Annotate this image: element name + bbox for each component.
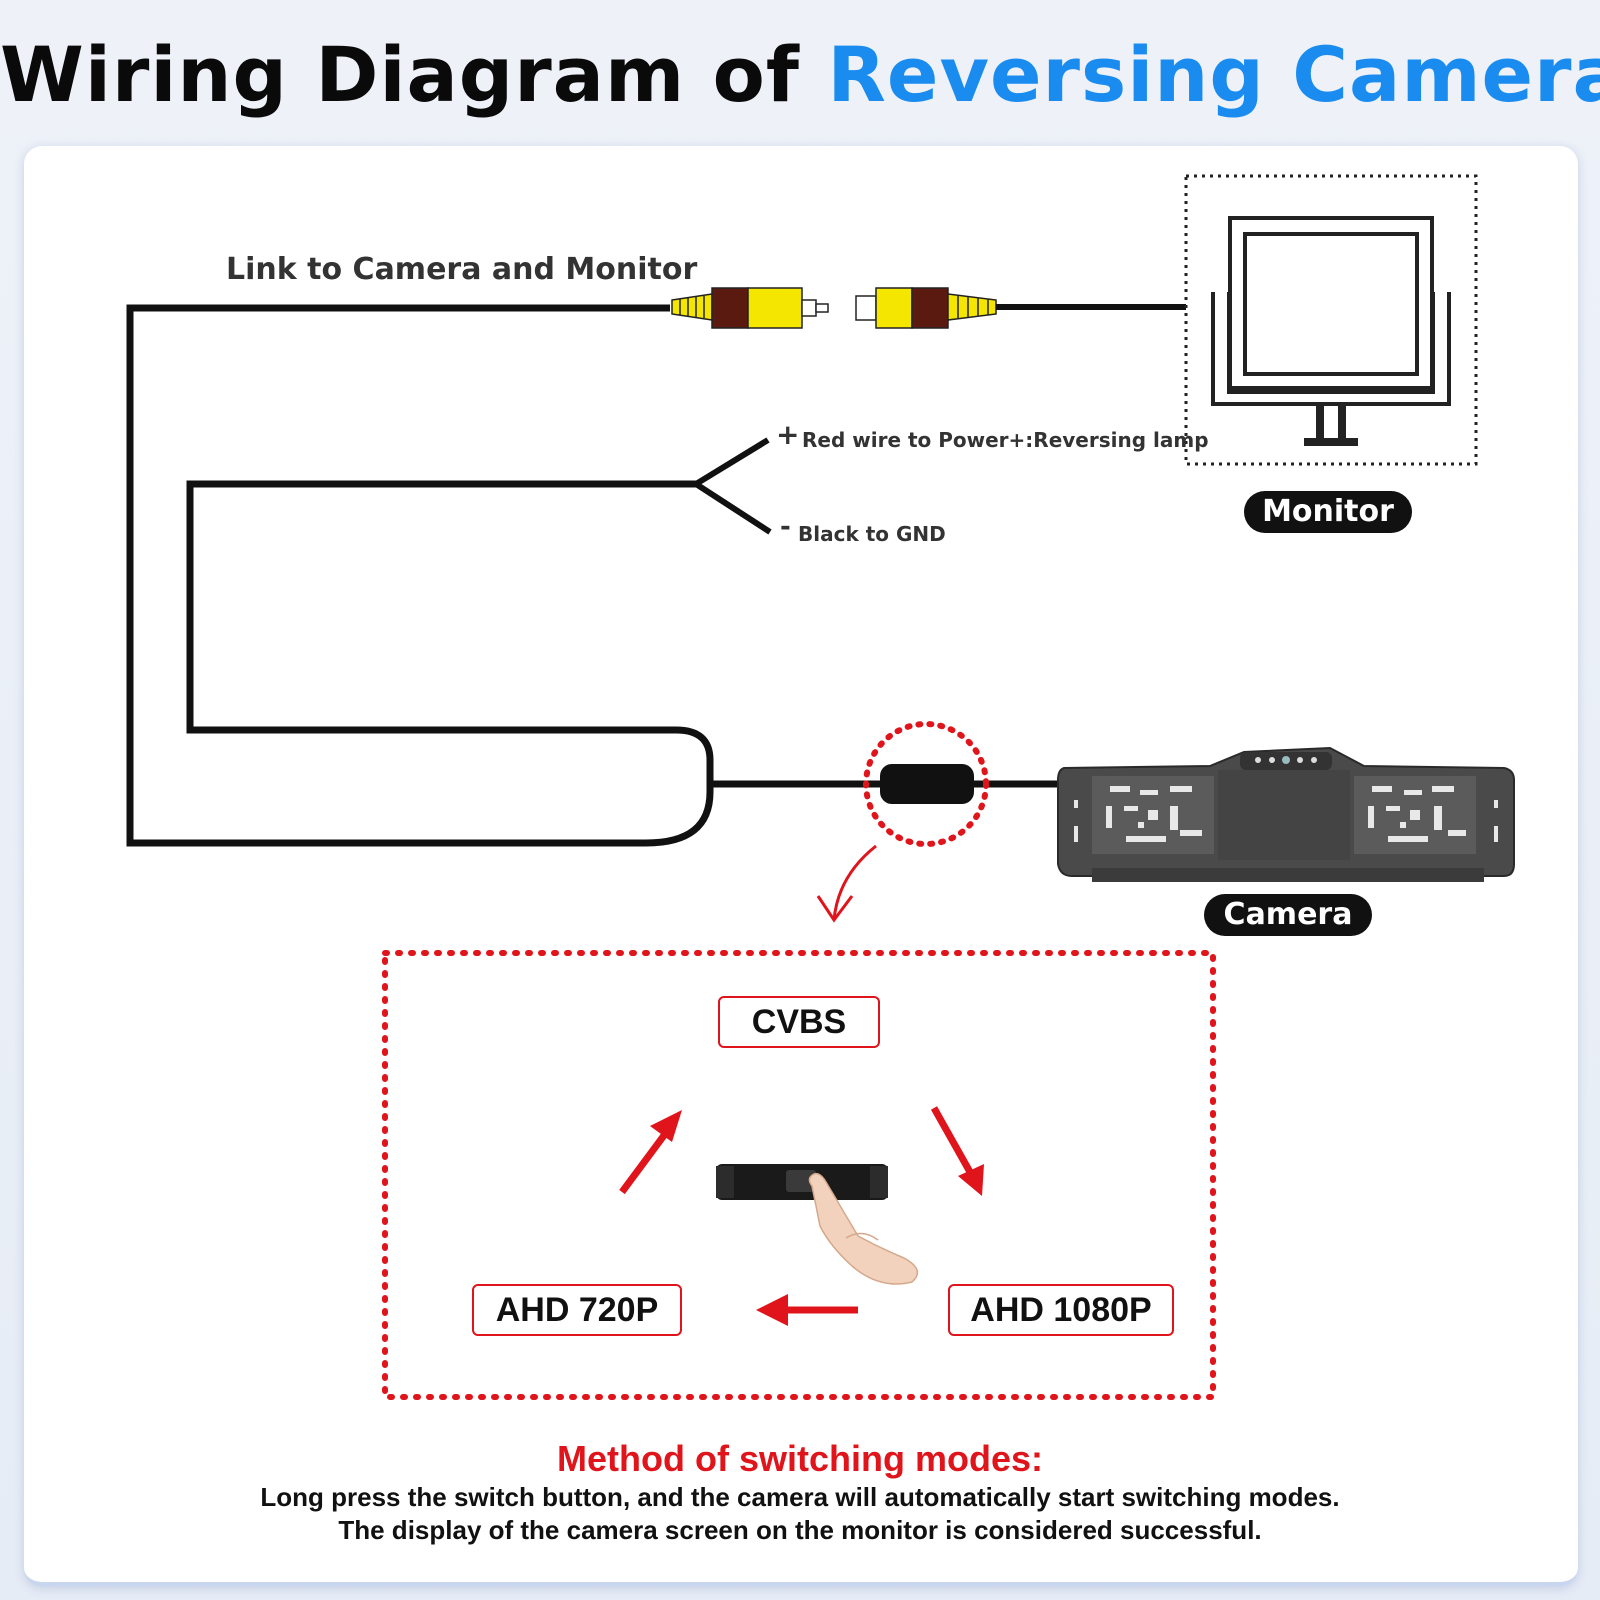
title-part1: Wiring Diagram of xyxy=(0,30,800,119)
main-cable xyxy=(126,304,1062,847)
red-wire xyxy=(694,437,770,487)
switch-box-icon xyxy=(880,764,974,804)
red-wire-label: Red wire to Power+:Reversing lamp xyxy=(802,428,1209,452)
mode-ahd-720p: AHD 720P xyxy=(472,1284,682,1336)
pressing-finger-icon xyxy=(808,1172,919,1285)
switch-highlight-circle xyxy=(863,721,989,847)
monitor-icon xyxy=(1211,216,1451,446)
method-line-2: The display of the camera screen on the … xyxy=(338,1515,1262,1545)
curved-down-arrow-icon xyxy=(832,844,877,921)
camera-label: Camera xyxy=(1204,894,1372,936)
arrow-up-right-icon xyxy=(619,1110,682,1195)
link-label: Link to Camera and Monitor xyxy=(226,252,698,287)
camera-plate-icon xyxy=(1057,746,1515,882)
power-cable xyxy=(186,480,714,784)
method-title: Method of switching modes: xyxy=(557,1438,1043,1479)
mode-cvbs: CVBS xyxy=(718,996,880,1048)
switch-button-icon xyxy=(716,1164,888,1200)
method-line-1: Long press the switch button, and the ca… xyxy=(260,1482,1340,1512)
rca-female-connector-icon xyxy=(855,287,997,329)
arrow-down-right-icon xyxy=(930,1106,984,1196)
mode-ahd-1080p: AHD 1080P xyxy=(948,1284,1174,1336)
mode-dotted-frame xyxy=(382,950,1216,1400)
rca-male-connector-icon xyxy=(671,287,829,329)
page-title: Wiring Diagram of Reversing Camera xyxy=(0,30,1600,119)
plus-sign: + xyxy=(776,418,800,451)
title-part2: Reversing Camera xyxy=(827,30,1600,119)
black-wire-label: Black to GND xyxy=(798,522,946,546)
monitor-dotted-frame xyxy=(1184,174,1478,466)
arrow-left-icon xyxy=(756,1294,858,1326)
black-wire xyxy=(694,481,772,535)
monitor-label: Monitor xyxy=(1244,491,1412,533)
minus-sign: - xyxy=(780,512,791,542)
